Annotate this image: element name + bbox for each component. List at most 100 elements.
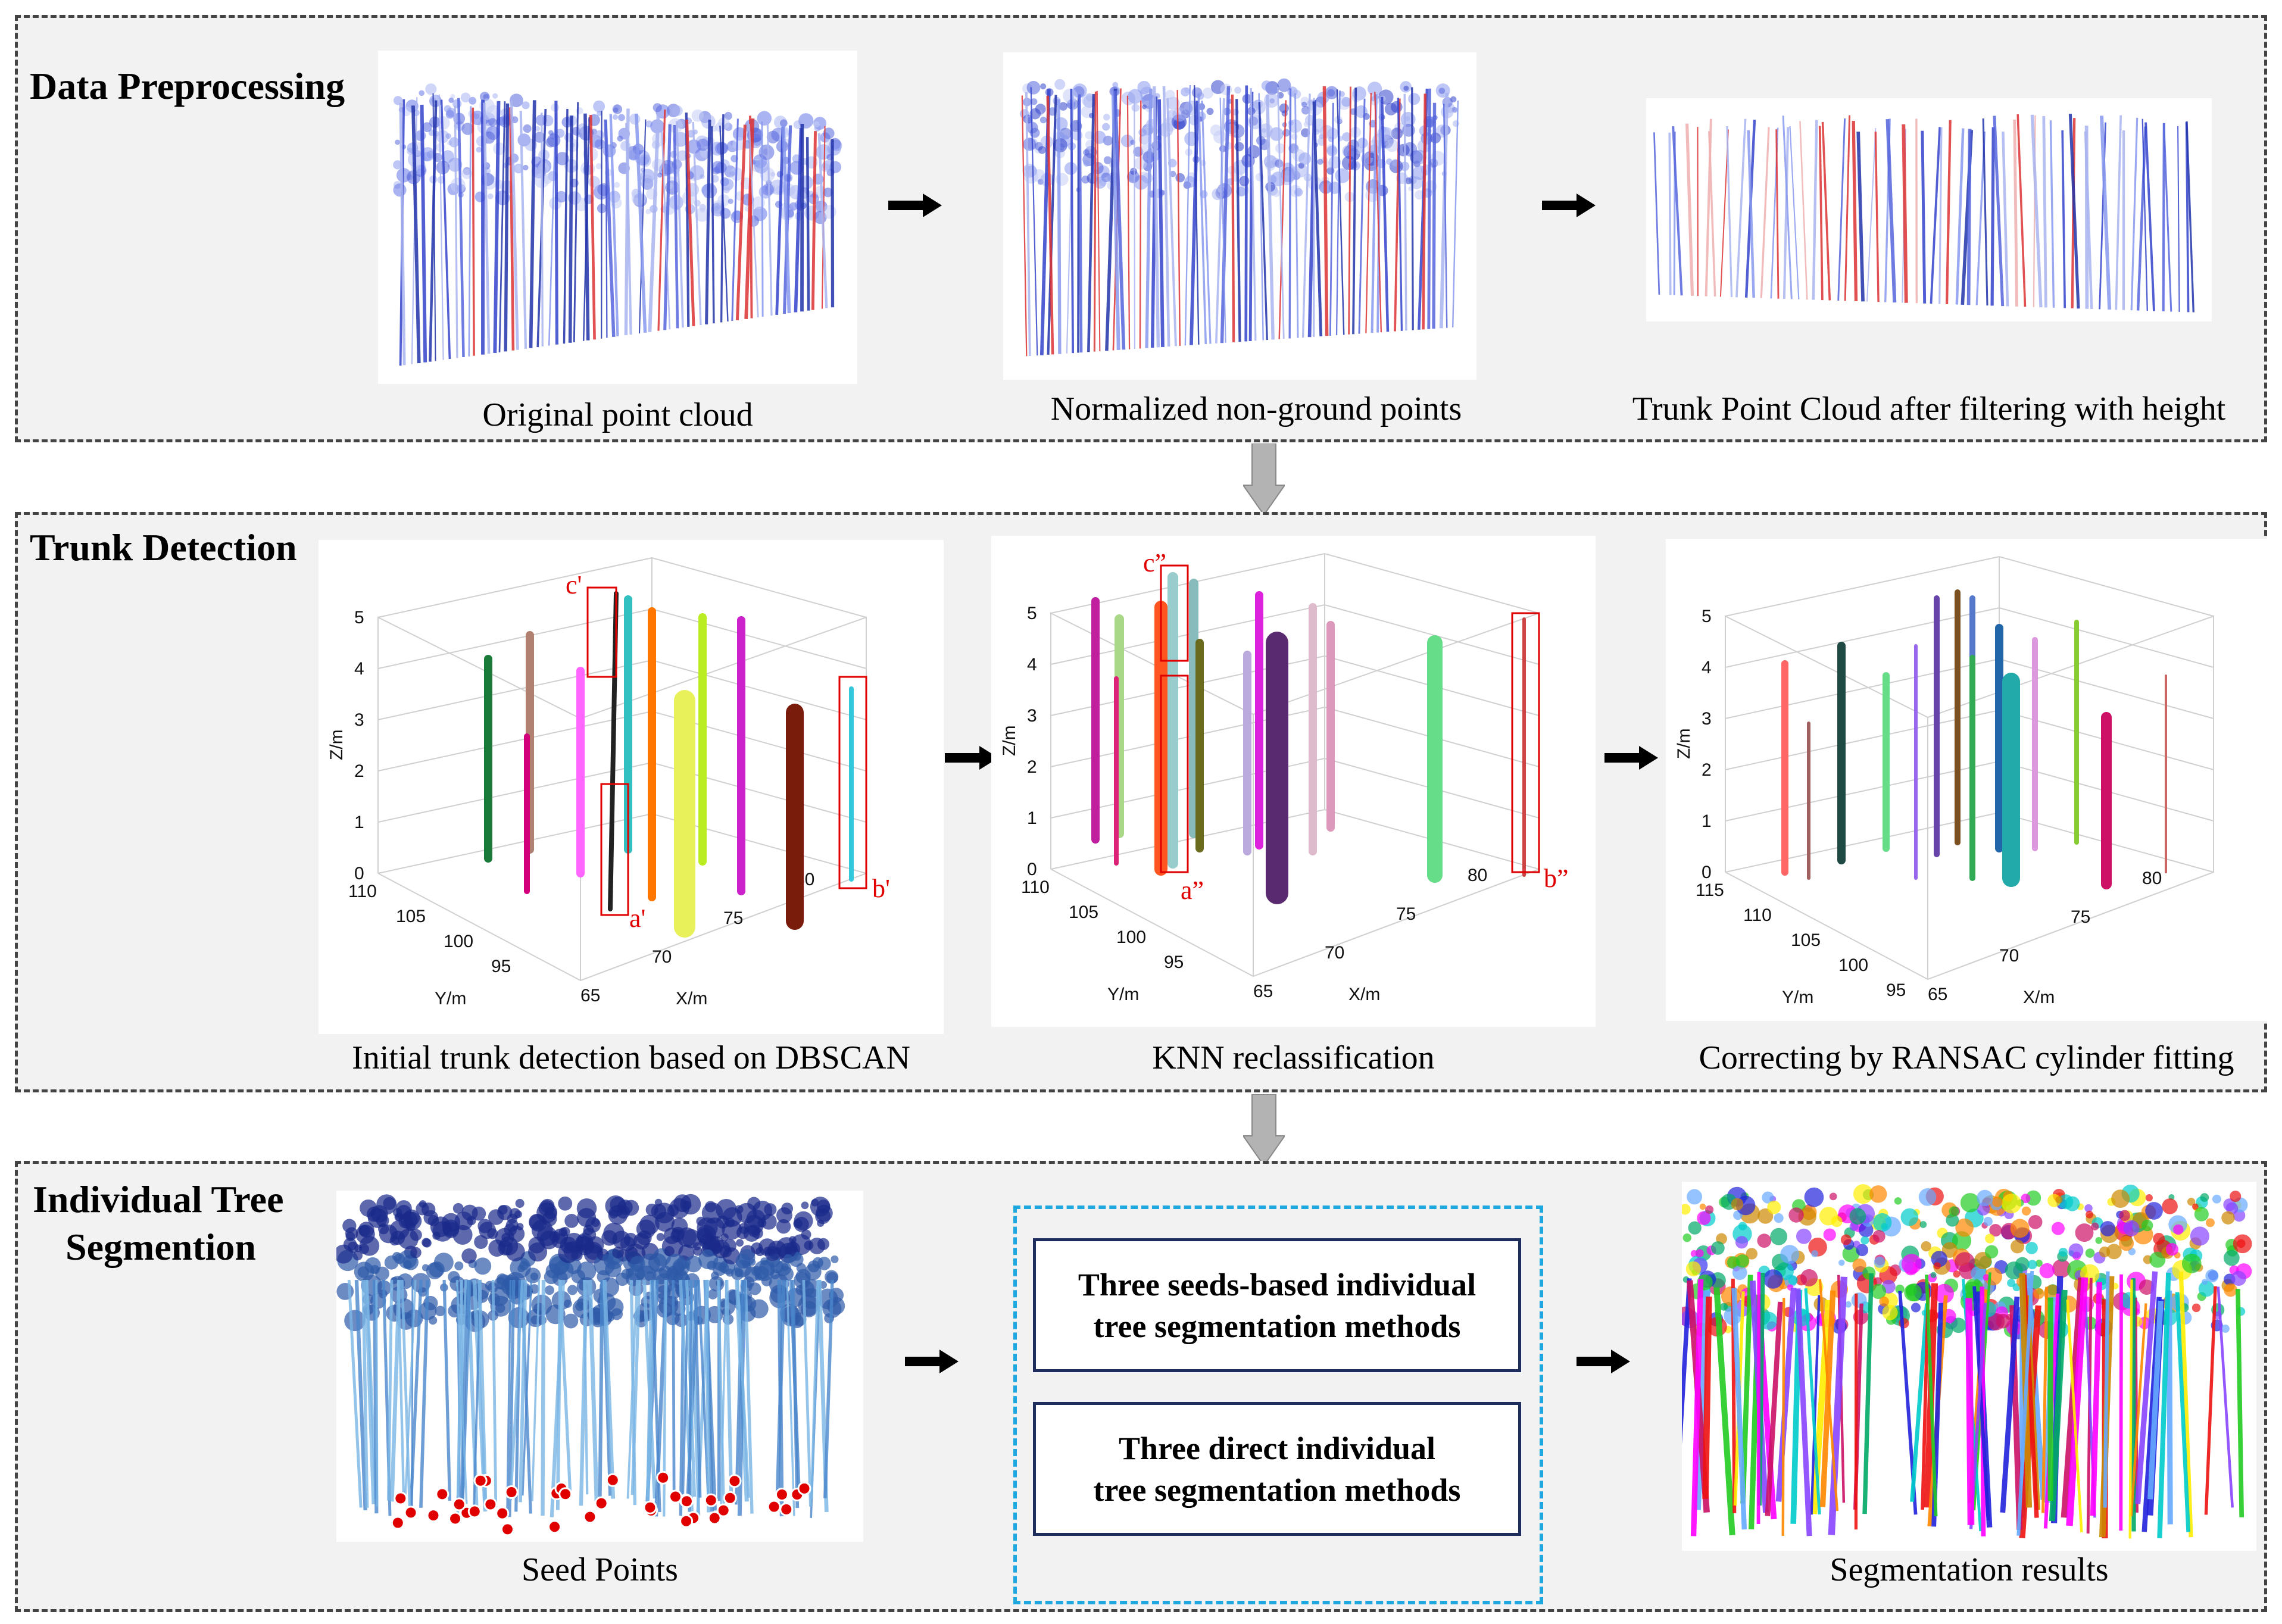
- caption-dbscan: Initial trunk detection based on DBSCAN: [352, 1039, 910, 1076]
- normalized-points-image: [1003, 52, 1476, 380]
- point-cloud-trees: [1653, 114, 2194, 313]
- x-tick-label: 75: [2071, 907, 2090, 927]
- segmented-trees: [1682, 1184, 2252, 1539]
- y-tick-label: 110: [1743, 905, 1772, 925]
- method2-line1: Three direct individual: [1118, 1430, 1436, 1466]
- seed-point: [797, 1481, 811, 1495]
- y-tick-label: 95: [1164, 952, 1184, 972]
- highlight-box: [838, 676, 867, 889]
- caption-segmentation-results: Segmentation results: [1830, 1551, 2109, 1588]
- trunk-point-cloud-image: [1646, 98, 2212, 321]
- caption-trunk-point-cloud: Trunk Point Cloud after filtering with h…: [1632, 391, 2226, 427]
- z-axis-label: Z/m: [1674, 728, 1694, 759]
- seeds-based-methods-box: Three seeds-based individual tree segmen…: [1033, 1238, 1521, 1372]
- z-tick-label: 2: [354, 761, 364, 781]
- seed-point: [452, 1497, 466, 1511]
- right-arrow-icon: [1577, 1350, 1630, 1373]
- panel-title-line1: Individual Tree: [33, 1178, 284, 1220]
- x-tick-label: 80: [1468, 866, 1487, 885]
- seed-point: [679, 1514, 694, 1528]
- x-tick-label: 70: [1325, 943, 1344, 963]
- seed-points-image: [336, 1191, 863, 1542]
- z-tick-label: 3: [1027, 706, 1037, 726]
- y-tick-label: 105: [1791, 930, 1821, 950]
- seed-point: [391, 1516, 405, 1530]
- panel-title-line2: Segmention: [65, 1226, 256, 1268]
- seed-point: [779, 1502, 794, 1516]
- highlight-box: [586, 586, 617, 678]
- y-axis-label: Y/m: [435, 989, 466, 1008]
- right-arrow-icon: [1604, 746, 1658, 770]
- y-tick-label: 110: [348, 882, 377, 901]
- panel-title: Trunk Detection: [30, 526, 297, 569]
- seed-point: [775, 1487, 789, 1501]
- marker-label: a”: [1181, 876, 1204, 905]
- x-tick-label: 75: [1396, 904, 1416, 924]
- panel-title: Data Preprocessing: [30, 65, 345, 107]
- highlight-box: [1160, 564, 1189, 662]
- seed-point: [500, 1522, 514, 1536]
- z-tick-label: 0: [1027, 860, 1037, 879]
- seed-point: [426, 1509, 441, 1523]
- y-tick-label: 115: [1696, 880, 1724, 900]
- z-tick-label: 1: [354, 813, 364, 832]
- marker-label: b': [872, 874, 890, 903]
- z-tick-label: 3: [1702, 709, 1712, 729]
- seed-point: [467, 1504, 482, 1519]
- down-arrow-icon: [1243, 444, 1285, 515]
- x-tick-label: 70: [1999, 946, 2019, 966]
- segmentation-results-image: [1682, 1182, 2256, 1551]
- highlight-box: [600, 783, 629, 916]
- trunk-mark: [608, 591, 619, 911]
- trunk-clusters: [1781, 589, 2167, 889]
- seed-point: [716, 1503, 731, 1517]
- seed-point: [448, 1511, 463, 1526]
- methods-group: [1013, 1205, 1543, 1604]
- right-arrow-icon: [945, 746, 998, 770]
- z-tick-label: 1: [1027, 808, 1037, 828]
- highlight-box: [1511, 612, 1540, 873]
- caption-seed-points: Seed Points: [522, 1551, 678, 1588]
- seed-point: [656, 1470, 670, 1485]
- y-tick-label: 100: [1116, 927, 1146, 947]
- x-tick-label: 65: [1928, 985, 1947, 1004]
- y-tick-label: 100: [1838, 955, 1868, 975]
- highlight-box: [1160, 674, 1189, 873]
- z-tick-label: 1: [1702, 811, 1712, 831]
- caption-original-point-cloud: Original point cloud: [482, 396, 753, 433]
- blue-forest: [336, 1194, 845, 1519]
- seed-point: [723, 1491, 737, 1505]
- seed-point: [668, 1489, 682, 1504]
- seed-point: [394, 1491, 408, 1506]
- seed-point: [558, 1487, 573, 1501]
- point-cloud-trees: [1019, 78, 1459, 357]
- point-cloud-trees: [393, 83, 842, 366]
- x-axis-label: X/m: [676, 989, 707, 1008]
- method1-line1: Three seeds-based individual: [1078, 1266, 1476, 1303]
- seed-point: [404, 1506, 418, 1520]
- seed-point: [435, 1487, 449, 1501]
- seed-point: [605, 1473, 620, 1487]
- y-tick-label: 95: [491, 957, 511, 976]
- right-arrow-icon: [1542, 193, 1596, 217]
- down-arrow-icon: [1243, 1094, 1285, 1166]
- seed-point: [583, 1510, 597, 1524]
- z-tick-label: 4: [354, 659, 364, 679]
- z-tick-label: 5: [1702, 607, 1712, 626]
- panel-data-preprocessing: Data Preprocessing Original point cloud …: [15, 15, 2267, 442]
- seed-point: [707, 1511, 722, 1525]
- x-axis-label: X/m: [2023, 988, 2055, 1007]
- y-tick-label: 100: [444, 932, 473, 951]
- z-axis-label: Z/m: [327, 729, 346, 760]
- seed-point: [643, 1500, 657, 1514]
- z-axis-label: Z/m: [1000, 725, 1019, 756]
- y-axis-label: Y/m: [1782, 988, 1813, 1007]
- z-tick-label: 0: [354, 864, 364, 883]
- y-tick-label: 105: [1069, 902, 1098, 922]
- caption-normalized-points: Normalized non-ground points: [1050, 391, 1462, 427]
- seed-point: [704, 1493, 718, 1507]
